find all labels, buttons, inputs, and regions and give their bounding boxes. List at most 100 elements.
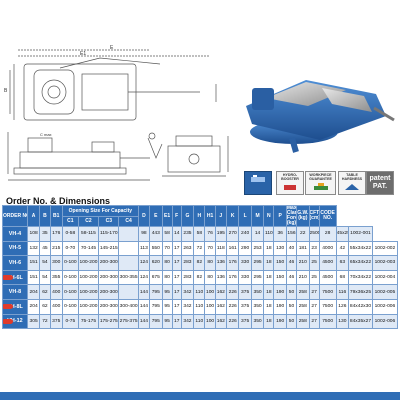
table-cell: 75-175 [77,313,100,330]
header-l: L [238,205,252,227]
table-cell: 226 [225,313,240,330]
table-cell: 235 [180,226,195,242]
table-cell: 28 [318,226,337,242]
table-cell: 144 [137,284,151,300]
table-cell: 200-300 [98,269,120,286]
badge-hydro-booster: HYDRO-BOOSTER [276,171,304,195]
table-cell: 17 [171,313,182,330]
table-cell: 100-200 [77,298,100,315]
order-no-cell: VH-8L [2,298,28,315]
table-cell: 1002-003 [371,255,399,271]
table-cell: 176 [225,255,240,271]
table-cell: 204 [26,298,41,315]
table-cell: 375 [49,313,63,330]
table-cell: 443 [149,226,163,242]
table-cell: 45 [39,240,51,257]
table-cell: 7500 [318,284,337,300]
table-cell: 156 [285,226,298,242]
table-cell: 115-170 [98,226,120,242]
table-cell: 50 [285,284,298,300]
table-cell: 18 [263,298,275,315]
vise-icon [251,175,265,182]
table-cell: 58 [161,226,173,242]
table-cell: 58-115 [77,226,100,242]
header-b: B [39,205,51,227]
table-cell: 70x34x22 [348,269,373,286]
new-model-badge [3,318,13,324]
table-cell: 14 [250,226,265,242]
table-cell: 46 [285,255,298,271]
table-cell: 35 [39,226,51,242]
table-cell: 258 [296,284,310,300]
table-cell: 161 [225,240,240,257]
header-n: N [263,205,275,227]
table-cell: 130 [273,240,287,257]
table-cell: 270 [225,226,240,242]
table-cell: 2500 [308,226,320,242]
table-cell: 80 [161,255,173,271]
label-e1: E1 [80,51,86,57]
table-cell: 17 [171,284,182,300]
table-cell: 110 [263,226,275,242]
header-g: G [180,205,195,227]
table-cell: 151 [26,269,41,286]
table-cell: 330 [238,269,252,286]
table-cell: 620 [149,255,163,271]
table-cell: 200-300 [98,284,120,300]
header-c2: C2 [77,216,100,227]
table-cell [118,284,139,300]
table-cell: 342 [180,298,195,315]
table-cell [118,226,139,242]
table-cell: 55x34x22 [348,240,373,257]
table-cell: 258 [296,313,310,330]
table-cell: 190 [273,298,287,315]
table-cell: 283 [180,269,195,286]
section-title: Order No. & Dimensions [6,196,111,206]
table-cell: 342 [180,284,195,300]
table-cell: 72 [193,240,206,257]
table-cell: 176 [49,226,63,242]
table-cell: 550 [149,240,163,257]
header-h: H [193,205,206,227]
table-cell: 355 [49,269,63,286]
table-cell: 58 [193,226,206,242]
table-cell: 82 [193,255,206,271]
table-cell: 0-70 [61,240,79,257]
table-cell: 144 [137,298,151,315]
table-cell: 100 [204,313,216,330]
table-cell: 65x34x22 [348,255,373,271]
table-cell: 204 [26,284,41,300]
table-cell: 70 [204,240,216,257]
table-cell: 300 [49,255,63,271]
table-cell: 200-300 [98,298,120,315]
table-cell: 7500 [318,298,337,315]
table-cell: 136 [214,269,227,286]
table-cell: 124 [137,269,151,286]
table-cell: 144 [137,313,151,330]
table-cell: 176 [225,269,240,286]
header-cft: CFT (cm) [308,205,320,227]
table-cell: 150 [273,255,287,271]
table-cell: 18 [263,313,275,330]
hydro-booster-icon [284,185,296,190]
table-cell: 100-200 [77,284,100,300]
table-cell: 63 [335,255,350,271]
table-cell: 1002-004 [371,269,399,286]
table-cell: 1002-005 [371,284,399,300]
table-cell: 95 [161,284,173,300]
table-cell: 100-200 [77,255,100,271]
label-e: E [110,45,114,51]
table-cell: 1002-002 [371,240,399,257]
table-cell: 375 [238,313,252,330]
table-cell: 1002-006 [371,298,399,315]
header-a: A [26,205,41,227]
table-cell: 136 [214,255,227,271]
table-cell: 342 [180,313,195,330]
order-no-cell: VH-6 [2,255,28,271]
